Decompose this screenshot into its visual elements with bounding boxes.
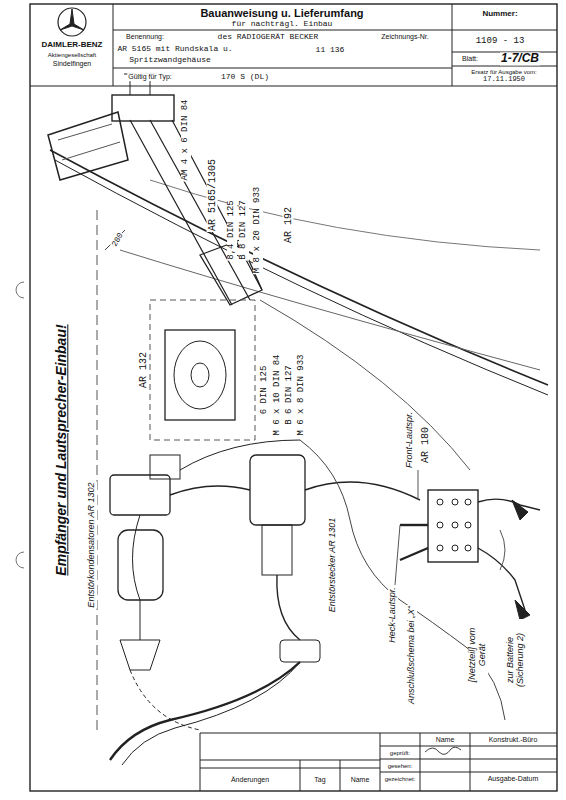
title-block-cell: Tag <box>313 776 326 784</box>
part-callout: AR 132 <box>138 351 149 389</box>
wire-label: zur Batterie (Sicherung 2) <box>506 619 526 701</box>
header-field: Ersatz für Ausgabe vom: <box>470 69 537 76</box>
title-block-cell: Änderungen <box>230 776 270 784</box>
title-block-cell: geprüft: <box>389 750 411 757</box>
title-block-cell: Name <box>350 776 371 784</box>
part-callout: B 6 DIN 127 <box>285 364 295 425</box>
section-heading: Empfänger und Lautsprecher-Einbau! <box>54 323 69 576</box>
part-callout: Heck-Lautspr. <box>388 586 398 644</box>
header-field: Nummer: <box>481 10 518 19</box>
part-callout: AR 192 <box>283 206 294 244</box>
scheme-label: Anschlußschema bei „X“ <box>407 605 417 705</box>
title-block-cell: gezeichnet: <box>384 776 417 783</box>
part-callout: AR 180 <box>420 426 431 464</box>
sheet-title: Bauanweisung u. Lieferumfang <box>199 7 364 19</box>
company-name: DAIMLER-BENZ <box>41 41 104 50</box>
part-callout: Front-Lautspr. <box>405 411 415 469</box>
part-callout: 8,4 DIN 125 <box>227 199 237 260</box>
wire-label: [Netzteil] vom Gerät <box>468 619 488 691</box>
part-callout: AM 4 x 6 DIN 84 <box>181 98 191 181</box>
part-callout: M 8 x 20 DIN 933 <box>253 186 263 274</box>
issue-date: 17.11.1950 <box>482 76 526 84</box>
sheet-index: 1-7/CB <box>500 52 540 65</box>
title-block-cell: Konstrukt.-Büro <box>488 736 539 744</box>
title-block-cell: Ausgabe-Datum <box>487 775 540 783</box>
company-form: Aktiengesellschaft <box>47 52 97 59</box>
header-field: Zeichnungs-Nr. <box>380 33 429 41</box>
dimension: 280 <box>110 231 126 250</box>
part-callout: 6 DIN 125 <box>260 365 270 416</box>
header-text: für nachträgl. Einbau <box>231 20 334 29</box>
part-callout: Entstörstecker AR 1301 <box>328 517 338 614</box>
drawing-number: 11 136 <box>315 46 346 55</box>
sheet-number: 1109 - 13 <box>475 37 526 47</box>
part-callout: M 6 x 8 DIN 933 <box>297 353 307 436</box>
vehicle-type: 170 S (DL) <box>220 73 270 82</box>
part-name: des RADIOGERÄT BECKER <box>217 33 320 42</box>
part-name: AR 5165 mit Rundskala u. <box>116 45 233 54</box>
part-callout: B 8 DIN 127 <box>239 199 249 260</box>
header-field: Blatt: <box>461 55 479 63</box>
header-field: Benennung: <box>125 33 165 41</box>
location: Sindelfingen <box>52 60 93 68</box>
part-callout: Entstörkondensatoren AR 1302 <box>87 481 97 608</box>
part-name: Spritzwandgehäuse <box>128 56 212 65</box>
header-field: Gültig für Typ: <box>127 73 172 81</box>
part-callout: AR 5165/1305 <box>207 158 218 232</box>
part-callout: M 6 x 10 DIN 84 <box>273 353 283 436</box>
title-block-cell: Name <box>435 736 456 744</box>
title-block-cell: gesehen: <box>387 763 414 770</box>
